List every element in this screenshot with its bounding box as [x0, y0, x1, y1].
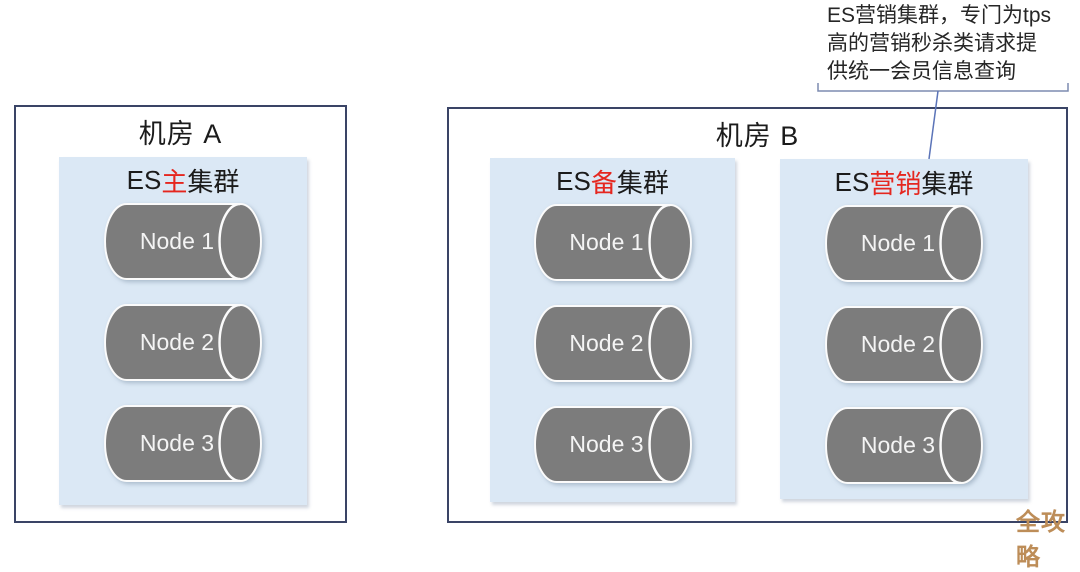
- annotation-text: ES营销集群，专门为tps 高的营销秒杀类请求提 供统一会员信息查询: [827, 4, 1052, 83]
- cluster-title-suffix: 集群: [187, 166, 240, 197]
- node-cylinder: Node 3: [103, 405, 263, 482]
- node-cylinder: Node 2: [824, 306, 984, 383]
- node-label: Node 2: [139, 329, 215, 355]
- cylinder-icon: [533, 406, 692, 483]
- cluster-title-prefix: ES: [556, 165, 591, 196]
- node-stack: Node 1 Node 2 Node 3: [490, 204, 735, 483]
- node-cylinder: Node 1: [533, 204, 693, 281]
- cluster-title-highlight: 主: [161, 166, 188, 197]
- node-label: Node 2: [569, 330, 644, 356]
- cylinder-icon: [533, 305, 692, 382]
- room-b-box: 机房 B ES 备 集群 Node 1: [447, 107, 1068, 523]
- cylinder-icon: [825, 205, 983, 282]
- node-stack: Node 1 Node 2 Node 3: [780, 205, 1028, 484]
- node-label: Node 2: [860, 331, 936, 357]
- node-cylinder: Node 2: [533, 305, 693, 382]
- cluster-title-highlight: 营销: [869, 168, 922, 199]
- cylinder-icon: [533, 204, 692, 281]
- cluster-title-prefix: ES: [834, 166, 870, 197]
- cluster-es-backup: ES 备 集群 Node 1 Node 2: [490, 158, 735, 502]
- cluster-title-suffix: 集群: [921, 168, 974, 199]
- node-cylinder: Node 1: [824, 205, 984, 282]
- cylinder-icon: [825, 306, 983, 383]
- cylinder-icon: [104, 304, 262, 381]
- cluster-title-suffix: 集群: [616, 167, 669, 198]
- diagram-canvas: ES营销集群，专门为tps 高的营销秒杀类请求提 供统一会员信息查询 机房 A …: [14, 4, 1069, 571]
- watermark: 全攻略: [1016, 509, 1066, 571]
- cylinder-icon: [104, 405, 262, 482]
- cluster-es-primary: ES 主 集群 Node 1 Node 2: [59, 157, 307, 505]
- room-b-title: 机房 B: [715, 121, 800, 151]
- cluster-title-prefix: ES: [126, 164, 162, 195]
- cluster-title: ES 主 集群: [59, 157, 307, 203]
- node-label: Node 3: [139, 430, 215, 456]
- node-stack: Node 1 Node 2 Node 3: [59, 203, 307, 482]
- cluster-title-highlight: 备: [590, 167, 617, 198]
- node-label: Node 3: [860, 432, 936, 458]
- node-label: Node 1: [860, 230, 936, 256]
- node-label: Node 1: [569, 229, 644, 255]
- room-a-box: 机房 A ES 主 集群 Node 1: [14, 105, 347, 523]
- cluster-title: ES 备 集群: [490, 158, 735, 204]
- cylinder-icon: [825, 407, 983, 484]
- cylinder-icon: [104, 203, 262, 280]
- room-a-title: 机房 A: [138, 119, 223, 149]
- cluster-title: ES 营销 集群: [780, 159, 1028, 205]
- node-label: Node 3: [569, 431, 644, 457]
- cluster-es-marketing: ES 营销 集群 Node 1 Node 2: [780, 159, 1028, 499]
- node-cylinder: Node 1: [103, 203, 263, 280]
- node-label: Node 1: [139, 228, 215, 254]
- node-cylinder: Node 3: [824, 407, 984, 484]
- node-cylinder: Node 2: [103, 304, 263, 381]
- node-cylinder: Node 3: [533, 406, 693, 483]
